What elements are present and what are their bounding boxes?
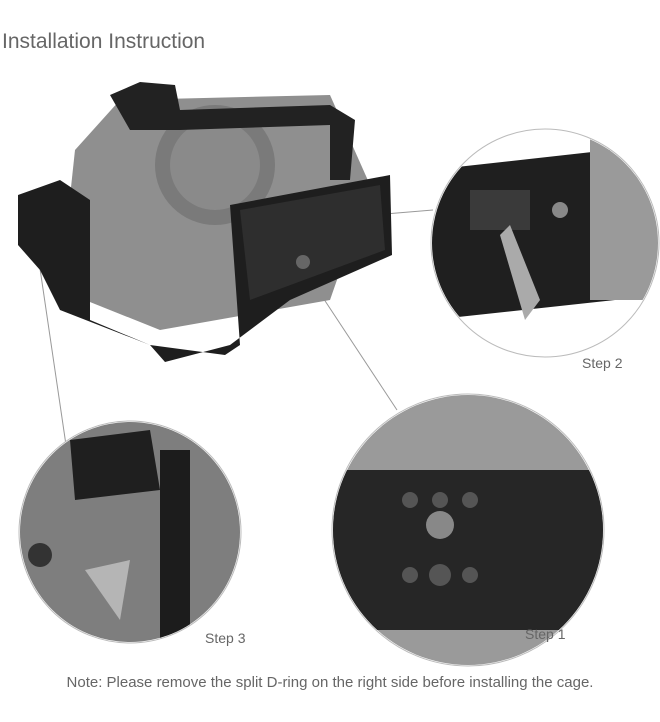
camera-cage-image xyxy=(18,82,392,362)
step1-label: Step 1 xyxy=(525,626,566,642)
step3-label: Step 3 xyxy=(205,630,246,646)
page-title: Installation Instruction xyxy=(2,30,206,53)
installation-note: Note: Please remove the split D-ring on … xyxy=(66,674,594,691)
step2-label: Step 2 xyxy=(582,355,623,371)
